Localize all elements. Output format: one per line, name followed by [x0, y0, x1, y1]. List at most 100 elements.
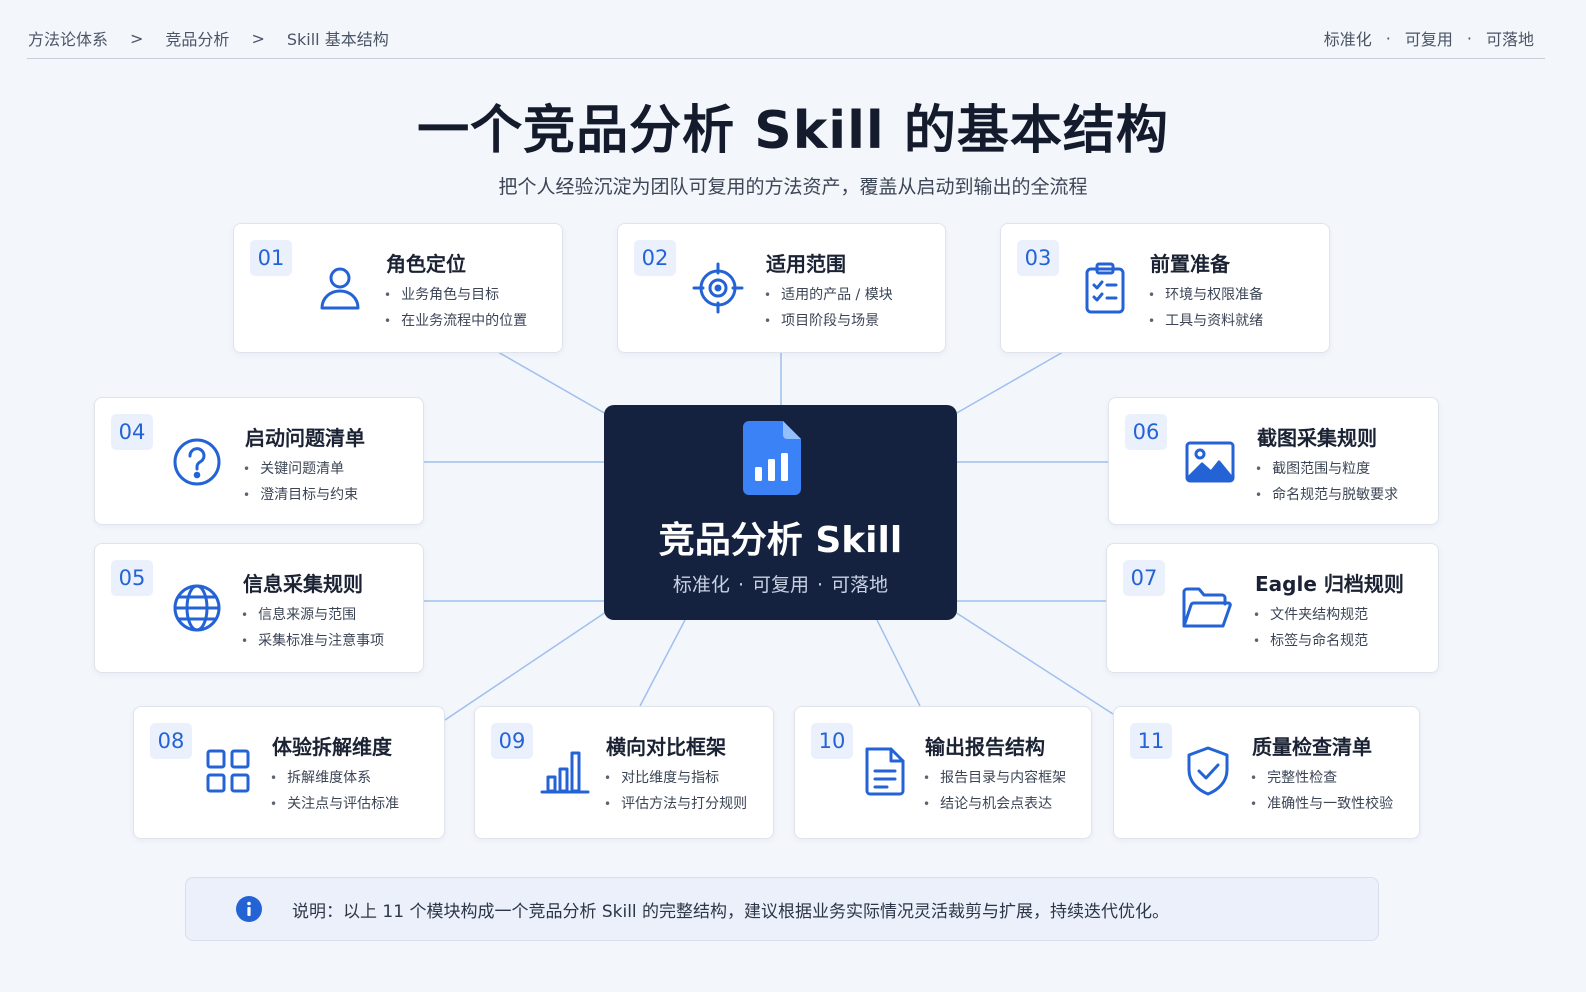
module-number: 05 — [111, 560, 153, 596]
globe-icon — [169, 580, 225, 636]
center-tag: 可落地 — [831, 574, 889, 596]
list-item: 完整性检查 — [1250, 765, 1393, 791]
list-item: 评估方法与打分规则 — [604, 791, 747, 817]
module-items: 截图范围与粒度 命名规范与脱敏要求 — [1255, 456, 1398, 508]
tag: 可复用 — [1404, 30, 1453, 49]
list-item: 业务角色与目标 — [384, 282, 527, 308]
module-card-eagle-archive[interactable]: 07 Eagle 归档规则 文件夹结构规范 标签与命名规范 — [1106, 543, 1439, 673]
document-icon — [857, 743, 913, 799]
info-icon — [236, 896, 262, 922]
list-item: 工具与资料就绪 — [1148, 308, 1263, 334]
module-number: 06 — [1125, 414, 1167, 450]
shield-check-icon — [1180, 743, 1236, 799]
module-number: 09 — [491, 723, 533, 759]
module-items: 环境与权限准备 工具与资料就绪 — [1148, 282, 1263, 334]
tag-separator: · — [1466, 28, 1472, 48]
list-item: 项目阶段与场景 — [764, 308, 893, 334]
module-number: 10 — [811, 723, 853, 759]
center-tag-separator: · — [737, 574, 744, 596]
connector-10 — [876, 619, 921, 707]
clipboard-checklist-icon — [1077, 260, 1133, 316]
module-title: 质量检查清单 — [1252, 735, 1372, 759]
module-number: 04 — [111, 414, 153, 450]
breadcrumb-separator: > — [130, 28, 144, 48]
module-items: 信息来源与范围 采集标准与注意事项 — [241, 602, 384, 654]
module-title: Eagle 归档规则 — [1255, 572, 1404, 596]
user-icon — [312, 260, 368, 316]
folder-icon — [1179, 580, 1235, 636]
breadcrumb-item[interactable]: 竞品分析 — [165, 30, 230, 49]
module-number: 11 — [1130, 723, 1172, 759]
module-items: 报告目录与内容框架 结论与机会点表达 — [923, 765, 1066, 817]
module-card-role[interactable]: 01 角色定位 业务角色与目标 在业务流程中的位置 — [233, 223, 563, 353]
connector-03 — [954, 351, 1064, 415]
module-card-report-structure[interactable]: 10 输出报告结构 报告目录与内容框架 结论与机会点表达 — [794, 706, 1092, 839]
grid-icon — [200, 743, 256, 799]
list-item: 关注点与评估标准 — [270, 791, 399, 817]
module-card-preparation[interactable]: 03 前置准备 环境与权限准备 工具与资料就绪 — [1000, 223, 1330, 353]
center-title: 竞品分析 Skill — [658, 520, 903, 561]
module-number: 03 — [1017, 240, 1059, 276]
center-node: 竞品分析 Skill 标准化·可复用·可落地 — [604, 405, 957, 620]
top-tags: 标准化 · 可复用 · 可落地 — [1324, 26, 1534, 50]
module-items: 业务角色与目标 在业务流程中的位置 — [384, 282, 527, 334]
module-card-screenshot-rules[interactable]: 06 截图采集规则 截图范围与粒度 命名规范与脱敏要求 — [1108, 397, 1439, 525]
breadcrumb: 方法论体系 > 竞品分析 > Skill 基本结构 — [28, 26, 389, 50]
list-item: 澄清目标与约束 — [243, 482, 358, 508]
list-item: 结论与机会点表达 — [923, 791, 1066, 817]
breadcrumb-item-current: Skill 基本结构 — [286, 30, 389, 49]
connector-09 — [639, 619, 686, 707]
list-item: 命名规范与脱敏要求 — [1255, 482, 1398, 508]
module-items: 对比维度与指标 评估方法与打分规则 — [604, 765, 747, 817]
module-items: 关键问题清单 澄清目标与约束 — [243, 456, 358, 508]
module-items: 文件夹结构规范 标签与命名规范 — [1253, 602, 1368, 654]
module-card-quality-checklist[interactable]: 11 质量检查清单 完整性检查 准确性与一致性校验 — [1113, 706, 1420, 839]
list-item: 标签与命名规范 — [1253, 628, 1368, 654]
list-item: 文件夹结构规范 — [1253, 602, 1368, 628]
list-item: 在业务流程中的位置 — [384, 308, 527, 334]
center-tag: 标准化 — [672, 574, 730, 596]
center-tags: 标准化·可复用·可落地 — [604, 570, 957, 597]
module-title: 启动问题清单 — [245, 426, 365, 450]
module-card-scope[interactable]: 02 适用范围 适用的产品 / 模块 项目阶段与场景 — [617, 223, 946, 353]
header-divider — [27, 58, 1545, 59]
list-item: 截图范围与粒度 — [1255, 456, 1398, 482]
connector-08 — [444, 611, 607, 721]
module-title: 信息采集规则 — [243, 572, 363, 596]
list-item: 采集标准与注意事项 — [241, 628, 384, 654]
module-number: 02 — [634, 240, 676, 276]
page-title: 一个竞品分析 Skill 的基本结构 — [417, 101, 1169, 161]
tag-separator: · — [1385, 28, 1391, 48]
list-item: 信息来源与范围 — [241, 602, 384, 628]
module-card-info-collection[interactable]: 05 信息采集规则 信息来源与范围 采集标准与注意事项 — [94, 543, 424, 673]
tag: 可落地 — [1485, 30, 1534, 49]
module-items: 完整性检查 准确性与一致性校验 — [1250, 765, 1393, 817]
module-items: 适用的产品 / 模块 项目阶段与场景 — [764, 282, 893, 334]
connector-11 — [954, 611, 1114, 715]
breadcrumb-item[interactable]: 方法论体系 — [28, 30, 109, 49]
module-title: 适用范围 — [766, 252, 846, 276]
module-title: 截图采集规则 — [1257, 426, 1377, 450]
list-item: 适用的产品 / 模块 — [764, 282, 893, 308]
module-items: 拆解维度体系 关注点与评估标准 — [270, 765, 399, 817]
center-tag: 可复用 — [751, 574, 809, 596]
tag: 标准化 — [1323, 30, 1372, 49]
bar-chart-icon — [537, 743, 593, 799]
list-item: 准确性与一致性校验 — [1250, 791, 1393, 817]
note-text: 说明：以上 11 个模块构成一个竞品分析 Skill 的完整结构，建议根据业务实… — [292, 902, 1170, 922]
module-card-kickoff-questions[interactable]: 04 启动问题清单 关键问题清单 澄清目标与约束 — [94, 397, 424, 525]
module-title: 体验拆解维度 — [272, 735, 392, 759]
module-number: 01 — [250, 240, 292, 276]
module-card-experience-dimensions[interactable]: 08 体验拆解维度 拆解维度体系 关注点与评估标准 — [133, 706, 445, 839]
target-icon — [690, 260, 746, 316]
page-subtitle: 把个人经验沉淀为团队可复用的方法资产，覆盖从启动到输出的全流程 — [498, 176, 1088, 198]
connector-01 — [497, 351, 607, 415]
module-title: 横向对比框架 — [606, 735, 726, 759]
list-item: 报告目录与内容框架 — [923, 765, 1066, 791]
list-item: 环境与权限准备 — [1148, 282, 1263, 308]
module-number: 08 — [150, 723, 192, 759]
document-chart-icon — [743, 421, 805, 495]
note-bar: 说明：以上 11 个模块构成一个竞品分析 Skill 的完整结构，建议根据业务实… — [185, 877, 1379, 941]
module-card-comparison-framework[interactable]: 09 横向对比框架 对比维度与指标 评估方法与打分规则 — [474, 706, 774, 839]
